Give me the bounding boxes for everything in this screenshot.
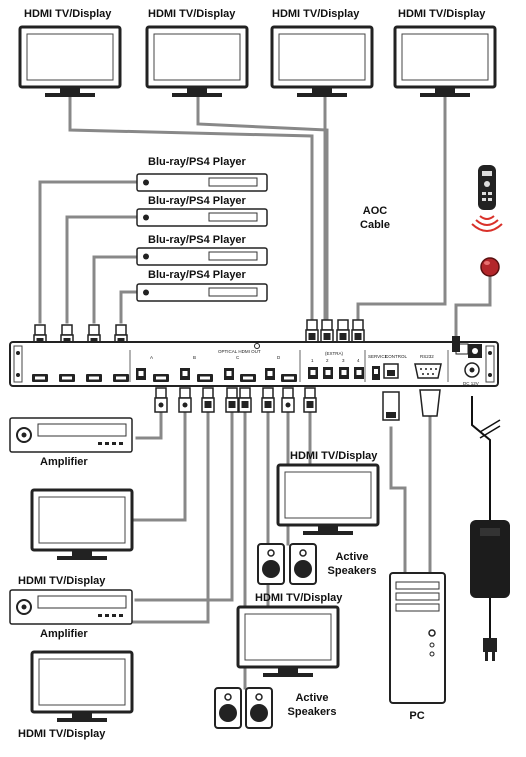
source-4-label: Blu-ray/PS4 Player (148, 269, 246, 281)
cable-source-1 (38, 180, 139, 324)
cable-ir (454, 273, 492, 337)
out-plug-4 (225, 387, 239, 413)
speaker-2b (245, 687, 273, 729)
speaker-1a (257, 543, 285, 585)
ir-receiver-icon (480, 257, 500, 277)
source-player-1 (136, 173, 268, 192)
cable-out-tv3 (132, 410, 210, 624)
cable-out-tv2 (132, 410, 187, 522)
cable-source-2 (65, 215, 139, 324)
display-mid-2 (236, 605, 340, 679)
power-cord (471, 396, 501, 640)
aoc-label-2: Cable (360, 219, 390, 231)
aoc-plug-1 (305, 319, 319, 345)
extra-port-3-label: 3 (342, 358, 345, 363)
source-player-2 (136, 208, 268, 227)
extra-label: (EXTRA) (325, 351, 344, 356)
display-left-2-label: HDMI TV/Display (18, 728, 106, 740)
extra-port-2-label: 2 (326, 358, 329, 363)
top-display-1 (18, 25, 122, 99)
remote-control-icon (471, 165, 503, 232)
cable-aoc-2 (196, 96, 329, 328)
lan-plug (382, 391, 400, 421)
top-display-1-label: HDMI TV/Display (24, 8, 112, 20)
display-mid-1-label: HDMI TV/Display (290, 450, 378, 462)
display-mid-2-label: HDMI TV/Display (255, 592, 343, 604)
serial-plug (419, 389, 441, 417)
active-speakers-1-line2: Speakers (327, 565, 377, 577)
cable-aoc-4 (356, 96, 447, 328)
extra-port-1-label: 1 (311, 358, 314, 363)
out-plug-1 (154, 387, 168, 413)
pc-tower-icon (389, 572, 446, 704)
aoc-label-1: AOC (362, 205, 388, 217)
port-a-label: A (150, 355, 153, 360)
active-speakers-2-line2: Speakers (287, 706, 337, 718)
service-label: SERVICE (368, 354, 388, 359)
out-plug-5 (238, 387, 252, 413)
out-plug-7 (281, 387, 295, 413)
cable-source-4 (119, 290, 139, 324)
out-plug-3 (201, 387, 215, 413)
source-player-4 (136, 283, 268, 302)
cable-out-amp1 (135, 410, 163, 440)
display-mid-1 (276, 463, 380, 537)
amplifier-1-label: Amplifier (40, 456, 88, 468)
cable-out-amp2 (134, 410, 234, 602)
control-label: CONTROL (385, 354, 407, 359)
port-c-label: C (236, 355, 240, 360)
aoc-plug-3 (336, 319, 350, 345)
out-plug-2 (178, 387, 192, 413)
source-2-label: Blu-ray/PS4 Player (148, 195, 246, 207)
active-speakers-1-line1: Active (335, 551, 369, 563)
aoc-plug-4 (351, 319, 365, 345)
out-plug-6 (261, 387, 275, 413)
amplifier-1 (9, 417, 133, 453)
speaker-2a (214, 687, 242, 729)
top-display-4-label: HDMI TV/Display (398, 8, 486, 20)
source-3-label: Blu-ray/PS4 Player (148, 234, 246, 246)
source-player-3 (136, 247, 268, 266)
out-plug-8 (303, 387, 317, 413)
panel-labels: OPTICAL HDMI OUT A B C D (EXTRA) 1 2 3 4… (150, 349, 479, 386)
cable-aoc-1 (68, 96, 314, 328)
pc-label: PC (409, 710, 425, 722)
top-display-2 (145, 25, 249, 99)
aoc-plug-2 (320, 319, 334, 345)
top-display-4 (393, 25, 497, 99)
amplifier-2 (9, 589, 133, 625)
speaker-1b (289, 543, 317, 585)
dc-in-label: DC 12V (463, 381, 479, 386)
display-left-1 (30, 488, 134, 562)
rs232-label: RS232 (420, 354, 434, 359)
top-display-2-label: HDMI TV/Display (148, 8, 236, 20)
port-b-label: B (193, 355, 196, 360)
display-left-2 (30, 650, 134, 724)
port-d-label: D (277, 355, 281, 360)
cable-pc-lan (389, 426, 407, 577)
matrix-rear-panel (9, 336, 499, 387)
cable-source-3 (92, 255, 139, 324)
display-left-1-label: HDMI TV/Display (18, 575, 106, 587)
power-adapter-icon (470, 520, 510, 661)
optical-out-label: OPTICAL HDMI OUT (218, 349, 261, 354)
top-display-3-label: HDMI TV/Display (272, 8, 360, 20)
amplifier-2-label: Amplifier (40, 628, 88, 640)
source-1-label: Blu-ray/PS4 Player (148, 156, 246, 168)
extra-port-4-label: 4 (357, 358, 360, 363)
active-speakers-2-line1: Active (295, 692, 329, 704)
top-display-3 (270, 25, 374, 99)
